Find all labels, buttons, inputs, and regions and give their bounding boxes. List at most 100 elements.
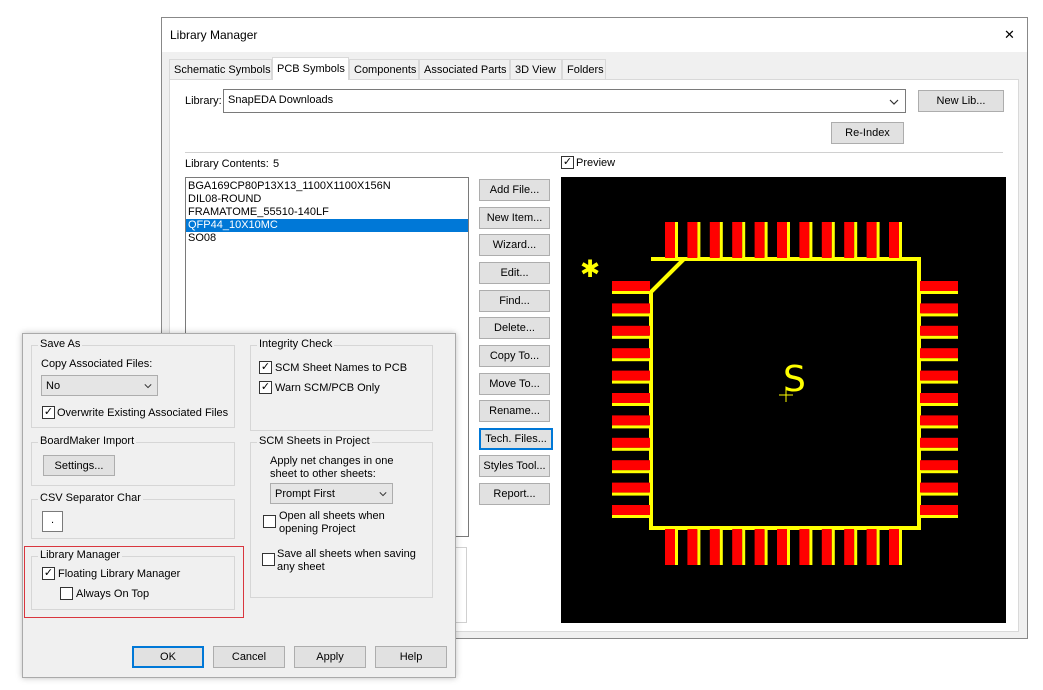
lead-left bbox=[612, 515, 650, 518]
pad-top bbox=[687, 222, 698, 258]
pad-top bbox=[866, 222, 877, 258]
always-on-top-checkbox[interactable] bbox=[60, 587, 73, 600]
library-select[interactable]: SnapEDA Downloads bbox=[223, 89, 906, 113]
lead-top bbox=[675, 222, 678, 258]
boardmaker-import-group: BoardMaker Import bbox=[31, 435, 235, 486]
open-all-sheets-checkbox[interactable] bbox=[263, 515, 276, 528]
pad-bottom bbox=[777, 529, 787, 565]
list-item[interactable]: BGA169CP80P13X13_1100X1100X156N bbox=[188, 180, 391, 192]
move-to-button[interactable]: Move To... bbox=[479, 373, 550, 395]
info-panel bbox=[455, 547, 467, 623]
pad-top bbox=[821, 222, 832, 258]
rename-button[interactable]: Rename... bbox=[479, 400, 550, 422]
pad-bottom bbox=[889, 529, 899, 565]
styles-tool-button[interactable]: Styles Tool... bbox=[479, 455, 550, 477]
scm-sheets-legend: SCM Sheets in Project bbox=[257, 435, 372, 447]
tab-label: Folders bbox=[567, 63, 604, 76]
check-icon: ✓ bbox=[260, 381, 271, 393]
help-button[interactable]: Help bbox=[375, 646, 447, 668]
tab-associated-parts[interactable]: Associated Parts bbox=[419, 59, 510, 79]
copy-associated-files-value: No bbox=[46, 379, 61, 392]
cancel-button[interactable]: Cancel bbox=[213, 646, 285, 668]
prompt-select[interactable]: Prompt First bbox=[270, 483, 393, 504]
lead-top bbox=[854, 222, 858, 258]
scm-sheet-names-checkbox[interactable]: ✓ bbox=[259, 361, 272, 374]
lead-bottom bbox=[899, 529, 902, 565]
delete-button[interactable]: Delete... bbox=[479, 317, 550, 339]
new-item-button[interactable]: New Item... bbox=[479, 207, 550, 229]
library-label: Library: bbox=[185, 95, 222, 107]
add-file-button[interactable]: Add File... bbox=[479, 179, 550, 201]
lead-right bbox=[920, 291, 958, 294]
chevron-down-icon bbox=[379, 491, 387, 496]
wizard-button[interactable]: Wizard... bbox=[479, 234, 550, 256]
lead-left bbox=[612, 470, 650, 474]
reindex-button[interactable]: Re-Index bbox=[831, 122, 904, 144]
pad-right bbox=[920, 348, 958, 359]
lead-right bbox=[920, 447, 958, 451]
preview-checkbox[interactable]: ✓ bbox=[561, 156, 574, 169]
pad-right bbox=[920, 393, 958, 403]
close-icon[interactable]: ✕ bbox=[1004, 27, 1015, 42]
chevron-down-icon bbox=[889, 99, 899, 105]
pad-top bbox=[754, 222, 765, 258]
lead-right bbox=[920, 470, 958, 474]
tab-label: Schematic Symbols bbox=[174, 63, 271, 76]
prompt-value: Prompt First bbox=[275, 487, 335, 500]
lead-right bbox=[920, 425, 958, 429]
pad-bottom bbox=[866, 529, 877, 565]
library-value: SnapEDA Downloads bbox=[228, 94, 334, 106]
tab-pcb-symbols[interactable]: PCB Symbols bbox=[272, 57, 349, 80]
copy-associated-files-select[interactable]: No bbox=[41, 375, 158, 396]
warn-scm-pcb-label: Warn SCM/PCB Only bbox=[275, 382, 380, 394]
settings-button[interactable]: Settings... bbox=[43, 455, 115, 476]
edit-button[interactable]: Edit... bbox=[479, 262, 550, 284]
apply-button[interactable]: Apply bbox=[294, 646, 366, 668]
lead-right bbox=[920, 403, 958, 406]
lead-left bbox=[612, 291, 650, 294]
pad-left bbox=[612, 370, 650, 381]
tab-folders[interactable]: Folders bbox=[562, 59, 606, 79]
save-as-legend: Save As bbox=[38, 338, 83, 350]
lead-bottom bbox=[675, 529, 678, 565]
ok-button[interactable]: OK bbox=[132, 646, 204, 668]
tab-components[interactable]: Components bbox=[349, 59, 419, 79]
overwrite-checkbox[interactable]: ✓ bbox=[42, 406, 55, 419]
new-lib-button[interactable]: New Lib... bbox=[918, 90, 1004, 112]
find-button[interactable]: Find... bbox=[479, 290, 550, 312]
check-icon: ✓ bbox=[562, 156, 573, 168]
pin1-chamfer bbox=[649, 257, 686, 294]
lead-bottom bbox=[876, 529, 880, 565]
pad-right bbox=[920, 325, 958, 336]
library-manager-group: Library Manager bbox=[31, 549, 235, 610]
warn-scm-pcb-checkbox[interactable]: ✓ bbox=[259, 381, 272, 394]
pad-left bbox=[612, 505, 650, 515]
tab-label: 3D View bbox=[515, 63, 556, 76]
lead-top bbox=[899, 222, 902, 258]
lead-top bbox=[697, 222, 701, 258]
report-button[interactable]: Report... bbox=[479, 483, 550, 505]
pad-top bbox=[732, 222, 743, 258]
pad-top bbox=[844, 222, 855, 258]
pad-bottom bbox=[821, 529, 832, 565]
floating-library-manager-checkbox[interactable]: ✓ bbox=[42, 567, 55, 580]
tab-3d-view[interactable]: 3D View bbox=[510, 59, 562, 79]
lead-bottom bbox=[764, 529, 768, 565]
copy-to-button[interactable]: Copy To... bbox=[479, 345, 550, 367]
list-item-selected[interactable]: QFP44_10X10MC bbox=[186, 219, 468, 232]
pad-top bbox=[889, 222, 899, 258]
save-all-sheets-checkbox[interactable] bbox=[262, 553, 275, 566]
floating-library-manager-label: Floating Library Manager bbox=[58, 568, 181, 580]
lead-left bbox=[612, 313, 650, 317]
list-item[interactable]: SO08 bbox=[188, 232, 217, 244]
lead-bottom bbox=[742, 529, 746, 565]
list-item[interactable]: FRAMATOME_55510-140LF bbox=[188, 206, 329, 218]
reference-label: S bbox=[783, 359, 806, 400]
lead-left bbox=[612, 380, 650, 384]
list-item[interactable]: DIL08-ROUND bbox=[188, 193, 262, 205]
pad-right bbox=[920, 281, 958, 291]
csv-separator-input[interactable]: . bbox=[42, 511, 63, 532]
tab-schematic-symbols[interactable]: Schematic Symbols bbox=[169, 59, 272, 79]
tech-files-button[interactable]: Tech. Files... bbox=[479, 428, 553, 450]
pad-left bbox=[612, 415, 650, 426]
